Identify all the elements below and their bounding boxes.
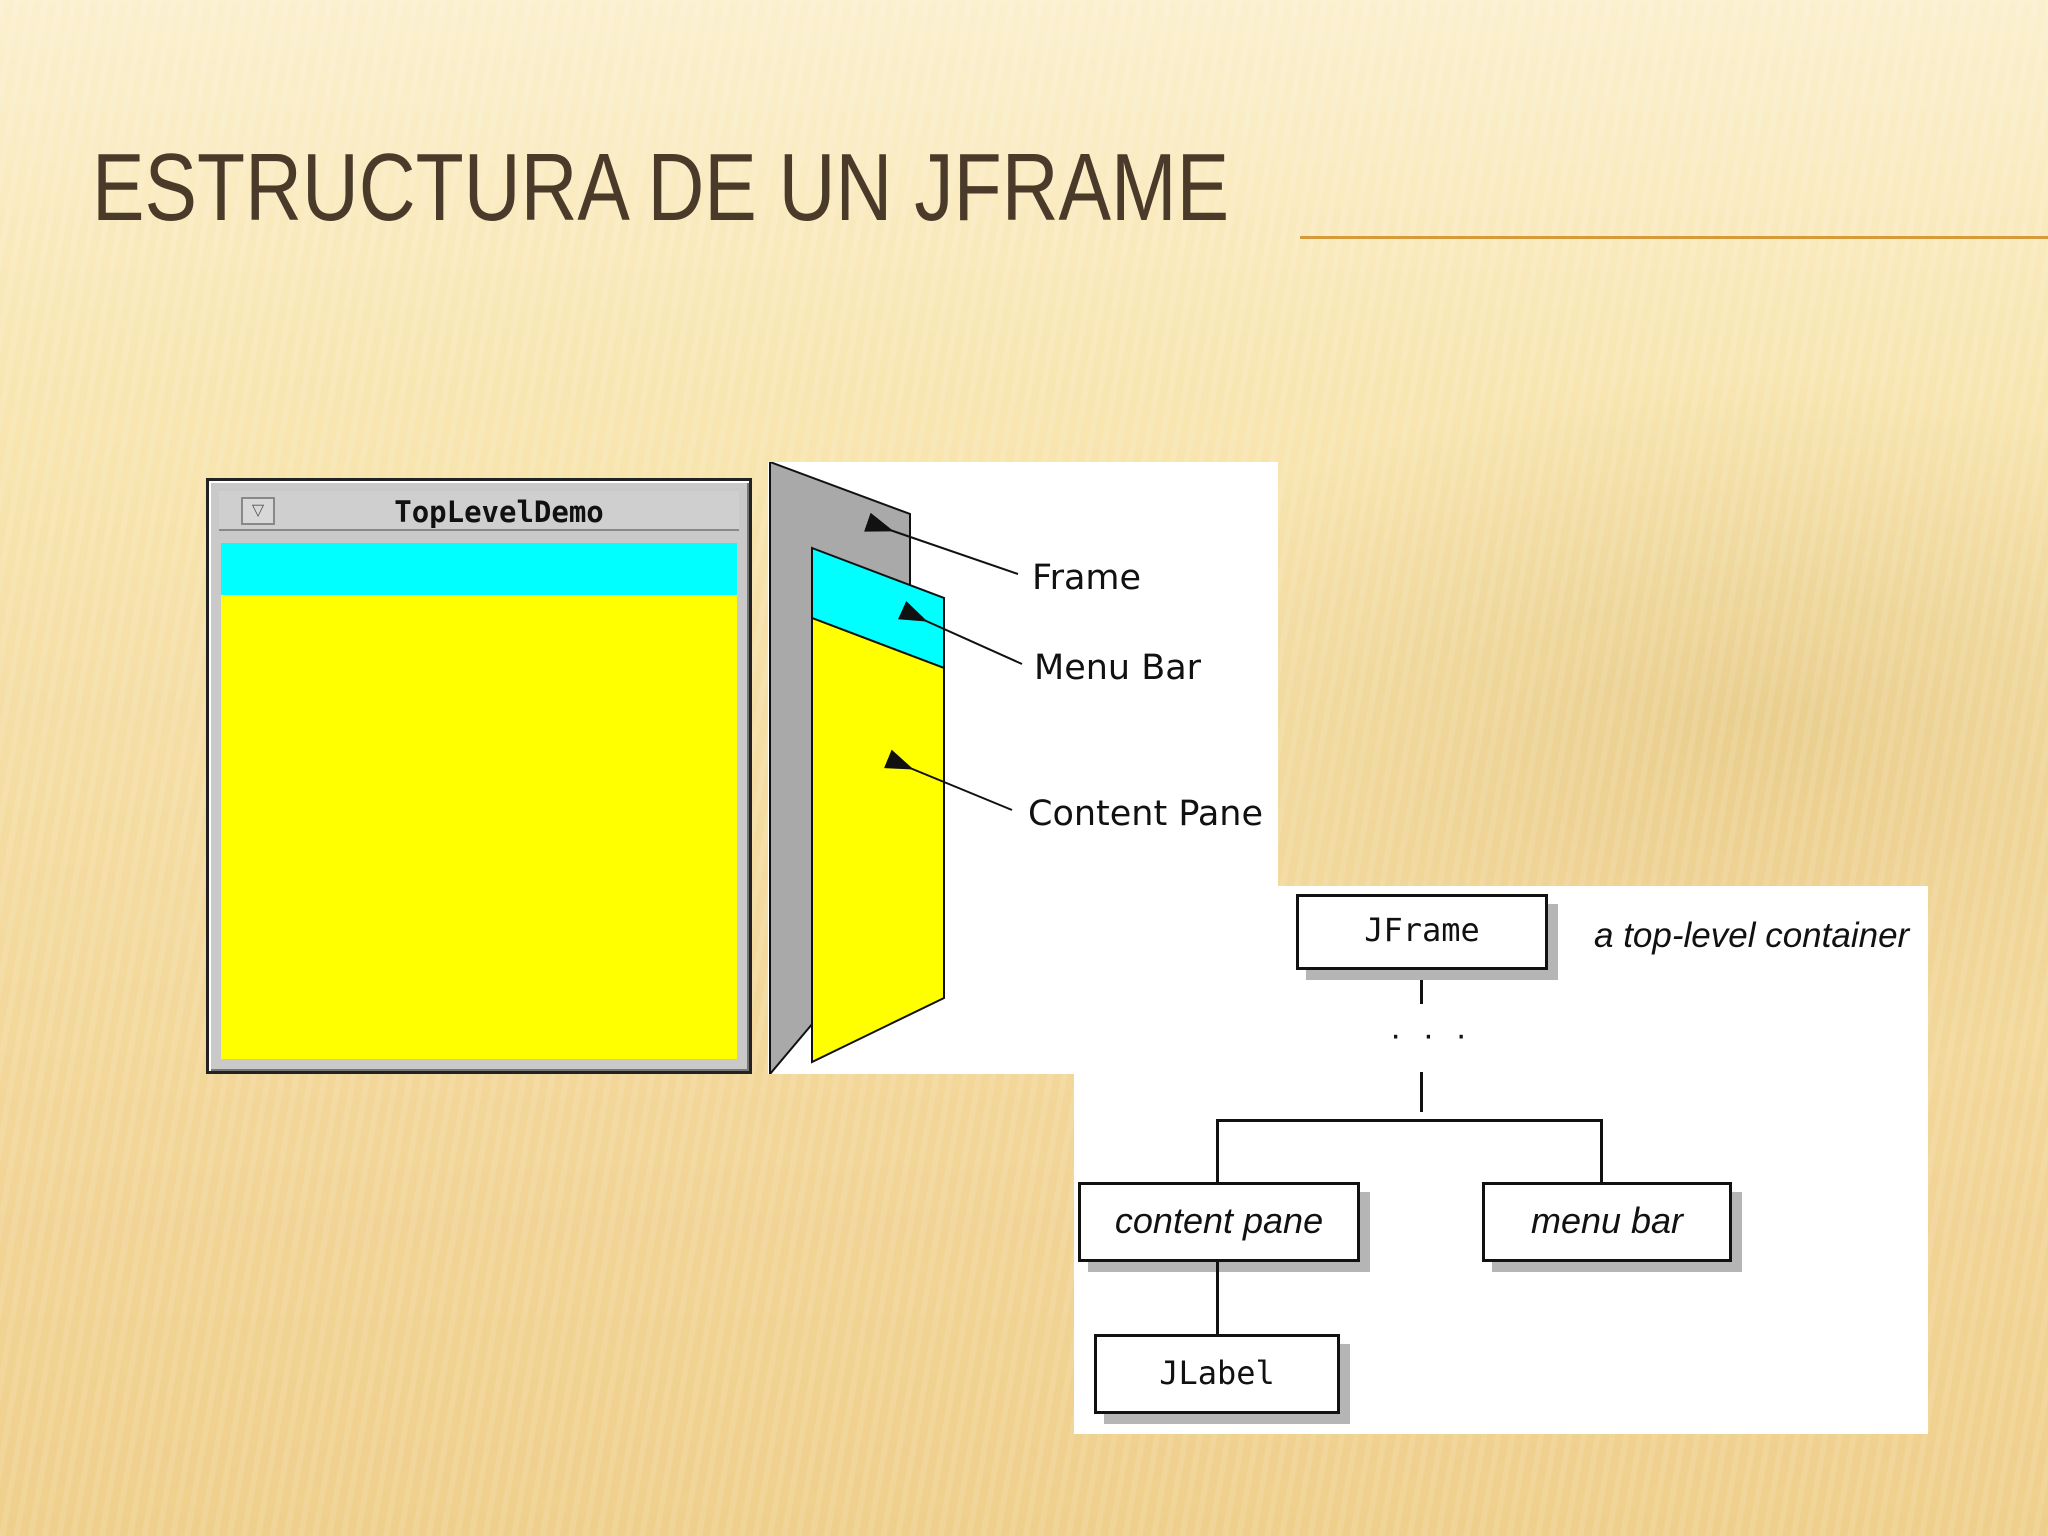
toplevel-demo-window: ▽ TopLevelDemo	[206, 478, 752, 1074]
root-caption: a top-level container	[1594, 916, 1910, 955]
connector-mid	[1420, 1072, 1423, 1112]
connector-right	[1600, 1119, 1603, 1183]
slide-title: ESTRUCTURA DE UN JFRAME	[92, 134, 1230, 241]
window-menu-icon[interactable]: ▽	[241, 497, 275, 525]
node-jlabel-label: JLabel	[1159, 1354, 1275, 1392]
window-menu-bar	[221, 543, 737, 595]
layers-svg	[769, 460, 1023, 1077]
node-menu-bar-label: menu bar	[1530, 1200, 1684, 1241]
window-title: TopLevelDemo	[394, 495, 604, 529]
connector-branch	[1216, 1119, 1603, 1122]
window-titlebar: ▽ TopLevelDemo	[219, 491, 739, 531]
node-jlabel: JLabel	[1094, 1334, 1340, 1414]
connector-left	[1216, 1119, 1219, 1183]
window-content-pane	[221, 595, 737, 1059]
containment-hierarchy: JFrame a top-level container · · · conte…	[1074, 886, 1928, 1434]
node-content-pane-label: content pane	[1114, 1200, 1324, 1241]
content-layer	[811, 616, 945, 1064]
content-pane-label: Content Pane	[1028, 794, 1264, 834]
node-jframe: JFrame	[1296, 894, 1548, 970]
frame-arrow	[864, 512, 1019, 575]
frame-label: Frame	[1032, 558, 1142, 598]
node-jframe-label: JFrame	[1364, 911, 1480, 949]
title-rule	[1300, 236, 2048, 239]
menubar-arrow	[898, 601, 1023, 665]
menubar-label: Menu Bar	[1034, 648, 1202, 688]
node-content-pane: content pane	[1078, 1182, 1360, 1262]
connector-root	[1420, 980, 1423, 1004]
node-menu-bar: menu bar	[1482, 1182, 1732, 1262]
connector-leaf	[1216, 1262, 1219, 1334]
content-arrow	[884, 749, 1013, 811]
ellipsis: · · ·	[1390, 1016, 1473, 1054]
